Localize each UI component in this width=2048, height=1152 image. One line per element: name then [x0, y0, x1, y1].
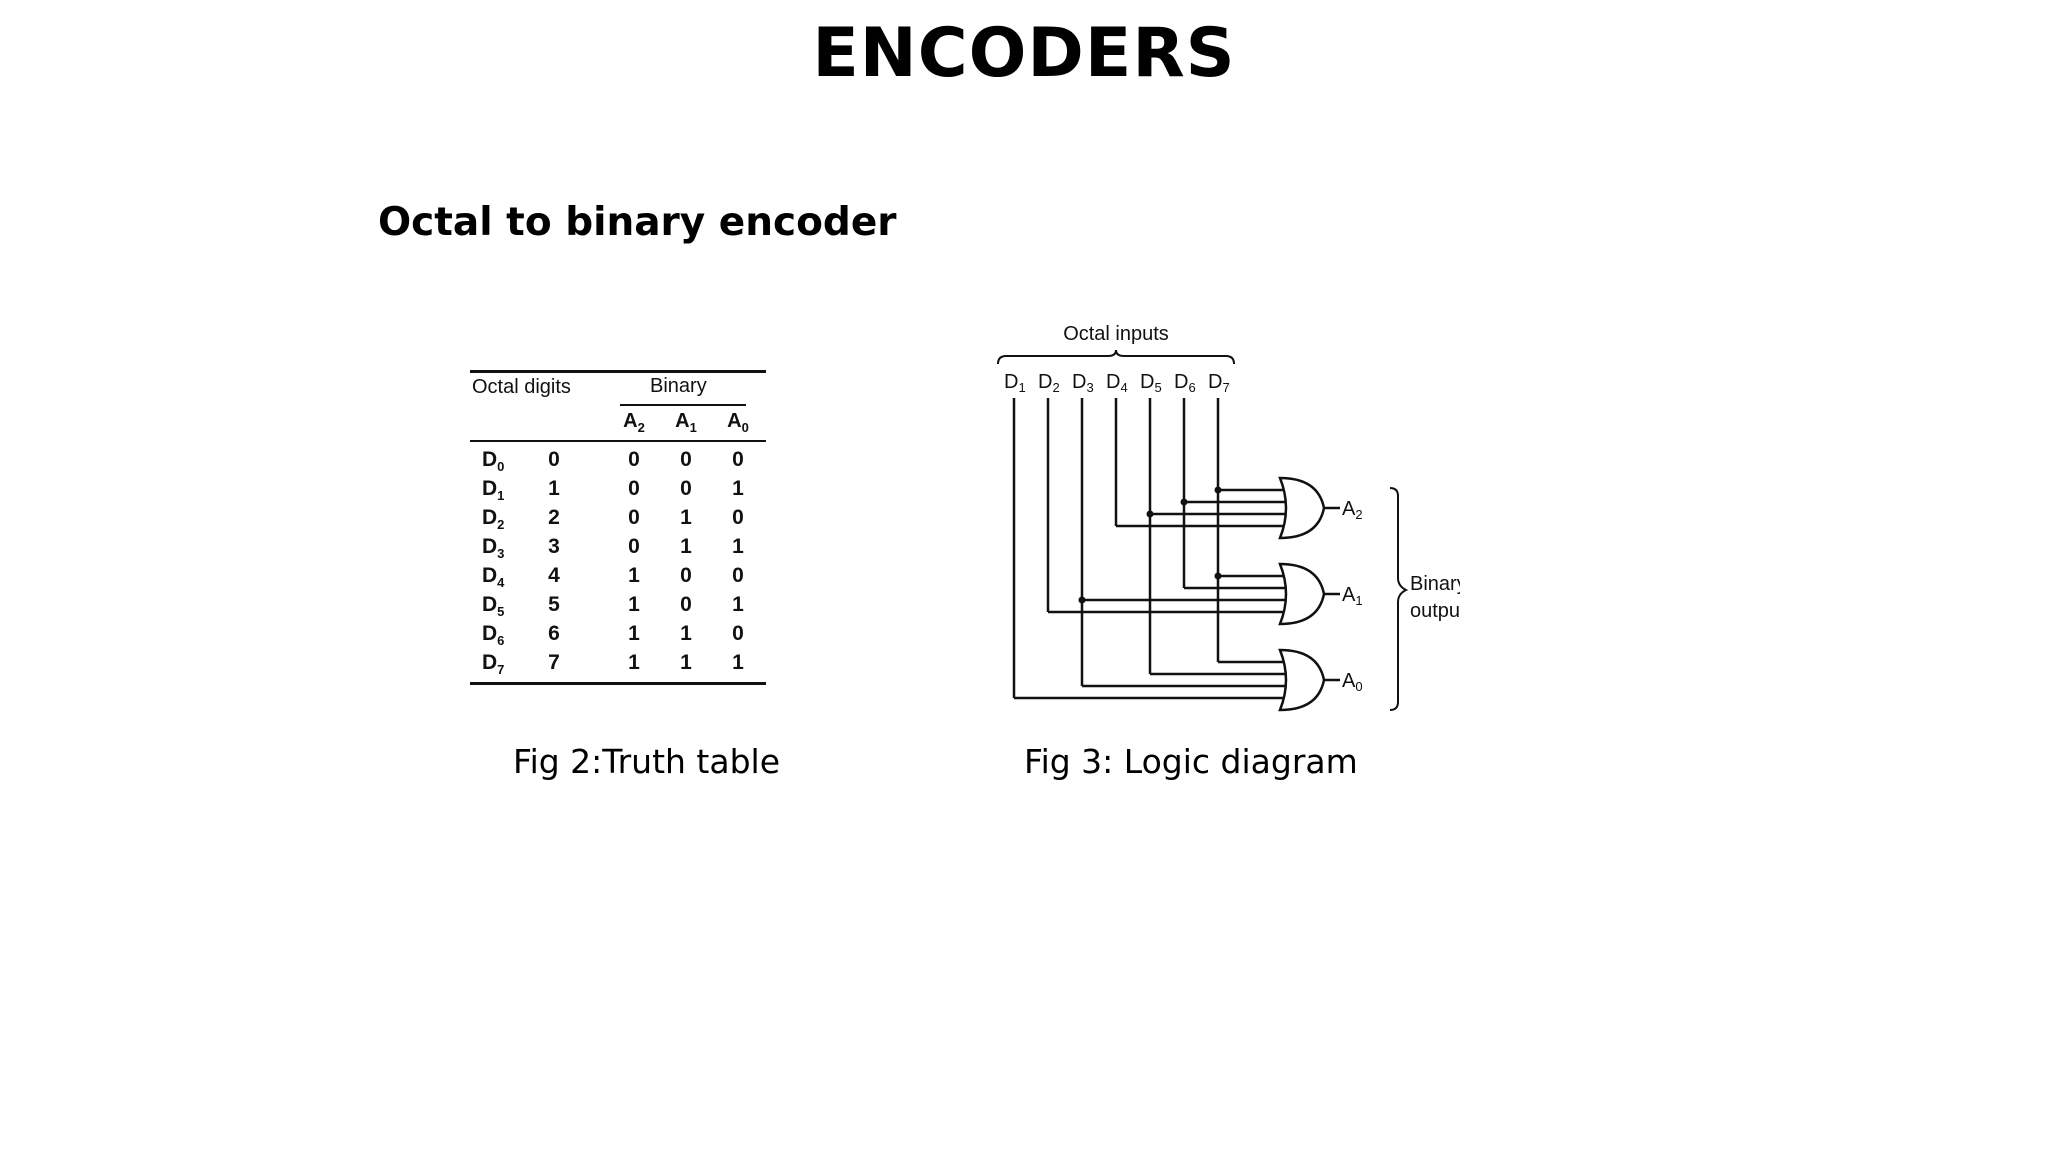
row-input-label: D3 — [482, 535, 505, 561]
table-cell-a1: 1 — [680, 506, 692, 529]
or-gate-a1 — [1278, 562, 1326, 626]
or-gate-a2 — [1278, 476, 1326, 540]
table-row: D2 2 0 1 0 — [470, 506, 766, 535]
column-header-a2-text: A2 — [623, 410, 645, 435]
outputs-brace — [1389, 487, 1409, 711]
slide-subtitle: Octal to binary encoder — [378, 200, 897, 245]
input-label-d4: D4 — [1106, 371, 1128, 395]
header-octal-digits: Octal digits — [472, 376, 571, 398]
wires — [1012, 398, 1288, 700]
input-label-d3: D3 — [1072, 371, 1094, 395]
or-gate-a0 — [1278, 648, 1326, 712]
binary-outputs-label-line1: Binary — [1410, 573, 1460, 595]
table-cell-digit: 6 — [548, 622, 560, 645]
table-cell-a2: 1 — [628, 564, 640, 587]
table-cell-a1: 0 — [680, 593, 692, 616]
input-label-d7: D7 — [1208, 371, 1230, 395]
table-cell-a1: 0 — [680, 477, 692, 500]
header-rule — [470, 440, 766, 442]
table-row: D6 6 1 1 0 — [470, 622, 766, 651]
header-binary: Binary — [650, 375, 707, 397]
table-cell-digit: 2 — [548, 506, 560, 529]
table-cell-digit: 3 — [548, 535, 560, 558]
table-cell-a1: 0 — [680, 448, 692, 471]
row-input-label: D2 — [482, 506, 505, 532]
input-label-d1: D1 — [1004, 371, 1026, 395]
table-cell-digit: 4 — [548, 564, 560, 587]
table-cell-a0: 0 — [732, 564, 744, 587]
row-input-label: D6 — [482, 622, 505, 648]
table-cell-a1: 1 — [680, 622, 692, 645]
table-cell-digit: 7 — [548, 651, 560, 674]
column-header-a1: A1 — [670, 410, 702, 435]
junction-dot — [1214, 572, 1222, 580]
table-cell-digit: 0 — [548, 448, 560, 471]
row-input-label: D4 — [482, 564, 505, 590]
fig2-caption: Fig 2:Truth table — [513, 742, 781, 781]
fig3-caption: Fig 3: Logic diagram — [1024, 742, 1358, 781]
table-cell-a1: 1 — [680, 651, 692, 674]
table-row: D1 1 0 0 1 — [470, 477, 766, 506]
table-cell-a0: 1 — [732, 477, 744, 500]
row-input-label: D0 — [482, 448, 505, 474]
table-top-rule — [470, 370, 766, 373]
table-cell-a1: 0 — [680, 564, 692, 587]
column-header-a0: A0 — [722, 410, 754, 435]
input-label-d6: D6 — [1174, 371, 1196, 395]
table-cell-digit: 5 — [548, 593, 560, 616]
table-cell-a0: 0 — [732, 448, 744, 471]
column-header-a0-text: A0 — [727, 410, 749, 435]
table-cell-a2: 0 — [628, 535, 640, 558]
input-labels: D1 D2 D3 D4 D5 D6 D7 — [1004, 371, 1230, 395]
table-cell-a2: 1 — [628, 593, 640, 616]
junction-dot — [1146, 510, 1154, 518]
input-label-d2: D2 — [1038, 371, 1060, 395]
table-cell-a1: 1 — [680, 535, 692, 558]
table-cell-a0: 1 — [732, 593, 744, 616]
junction-dot — [1214, 486, 1222, 494]
table-cell-a2: 0 — [628, 506, 640, 529]
table-cell-a2: 0 — [628, 477, 640, 500]
row-input-label: D5 — [482, 593, 505, 619]
output-label-a1: A1 — [1342, 584, 1363, 608]
inputs-brace — [997, 349, 1235, 365]
column-header-a2: A2 — [618, 410, 650, 435]
junction-dot — [1180, 498, 1188, 506]
table-row: D4 4 1 0 0 — [470, 564, 766, 593]
table-row: D7 7 1 1 1 — [470, 651, 766, 680]
table-cell-a0: 1 — [732, 651, 744, 674]
binary-rule — [620, 404, 746, 406]
row-input-label: D7 — [482, 651, 505, 677]
output-label-a0: A0 — [1342, 670, 1363, 694]
output-label-a2: A2 — [1342, 498, 1363, 522]
table-bottom-rule — [470, 682, 766, 685]
table-row: D0 0 0 0 0 — [470, 448, 766, 477]
table-cell-a0: 1 — [732, 535, 744, 558]
octal-inputs-label: Octal inputs — [1063, 323, 1169, 345]
table-cell-digit: 1 — [548, 477, 560, 500]
table-cell-a2: 1 — [628, 622, 640, 645]
table-row: D5 5 1 0 1 — [470, 593, 766, 622]
junction-dot — [1078, 596, 1086, 604]
slide-title: ENCODERS — [812, 14, 1236, 93]
table-cell-a0: 0 — [732, 506, 744, 529]
binary-outputs-label-line2: outputs — [1410, 600, 1460, 622]
column-header-a1-text: A1 — [675, 410, 697, 435]
input-label-d5: D5 — [1140, 371, 1162, 395]
table-cell-a2: 1 — [628, 651, 640, 674]
table-cell-a0: 0 — [732, 622, 744, 645]
table-cell-a2: 0 — [628, 448, 640, 471]
row-input-label: D1 — [482, 477, 505, 503]
table-row: D3 3 0 1 1 — [470, 535, 766, 564]
